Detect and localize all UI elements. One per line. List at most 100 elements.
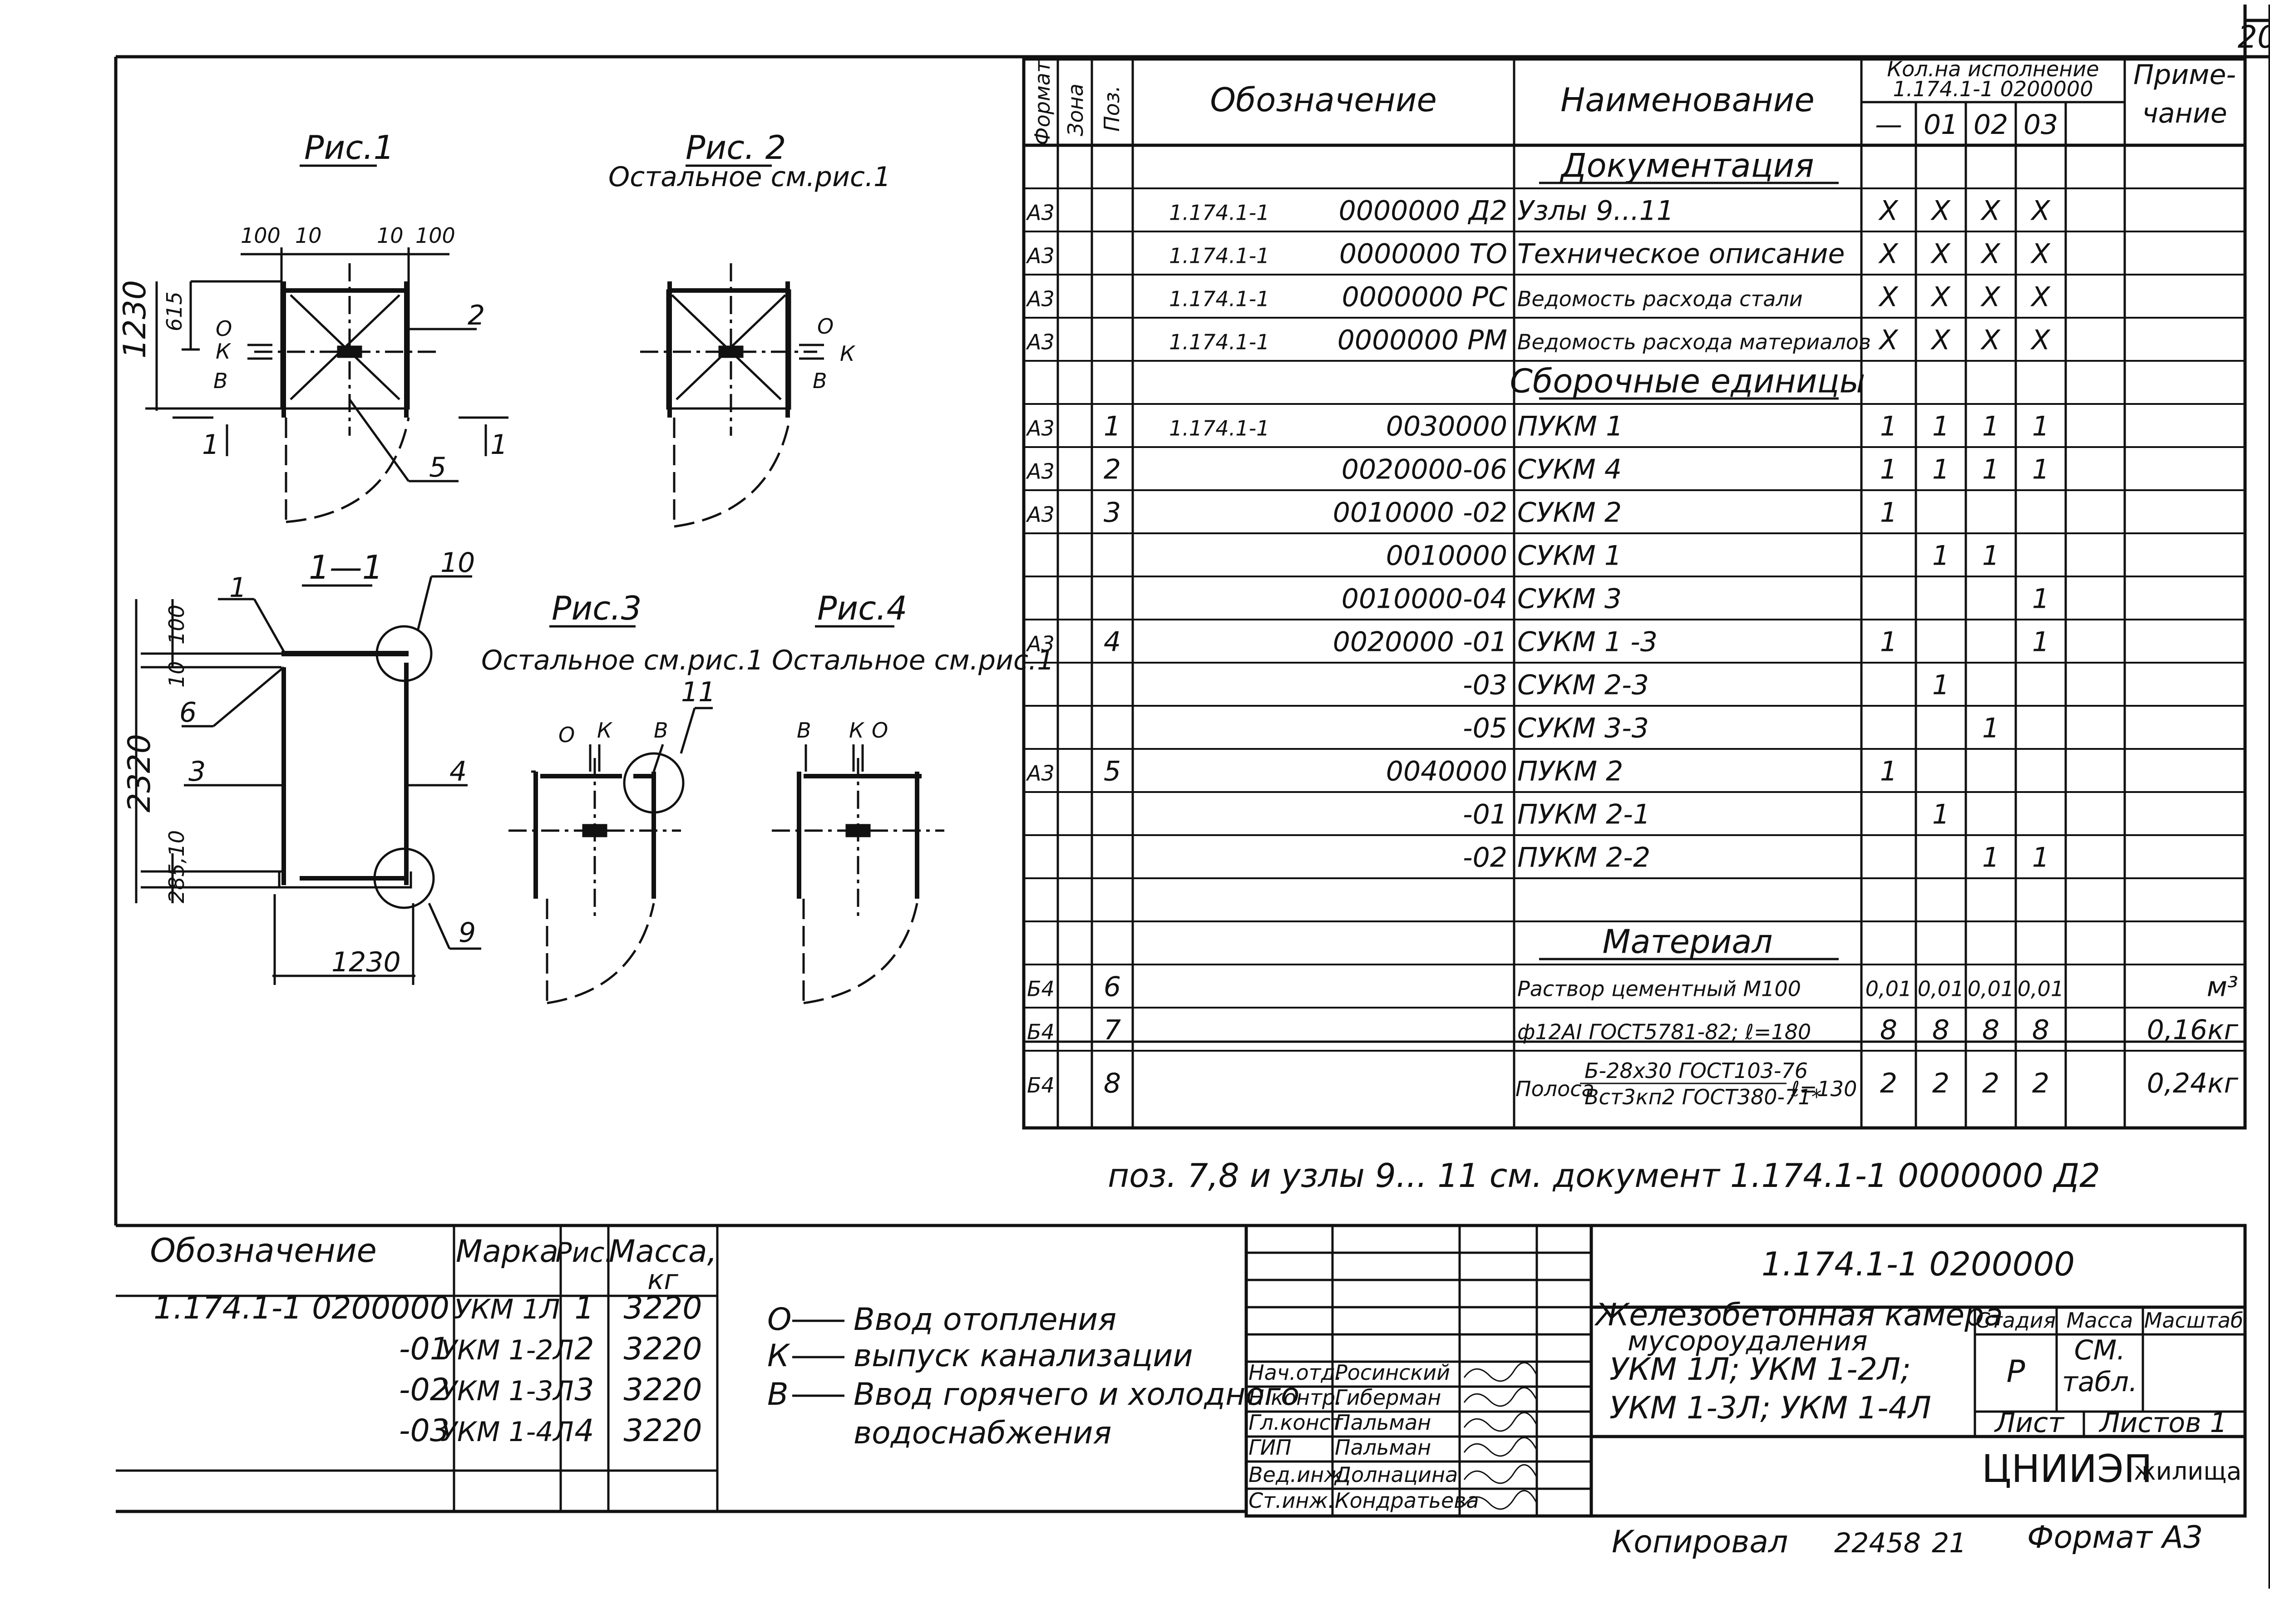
variant-mass: 3220 — [623, 1372, 702, 1408]
variant-designation: -03 — [399, 1413, 449, 1449]
spec-cell-designation-code: 0020000 -01 — [1333, 626, 1507, 658]
spec-cell-designation-series: 1.174.1-1 — [1169, 287, 1269, 311]
figure-1-dim-615: 615 — [162, 291, 187, 331]
figure-2-subtitle: Остальное см.рис.1 — [608, 161, 891, 193]
variant-mark: УКМ 1-4Л — [440, 1416, 573, 1448]
spec-cell-qty: 8 — [1880, 1014, 1897, 1046]
spec-header-pos: Поз. — [1100, 85, 1124, 132]
section-callout-10: 10 — [440, 547, 475, 579]
spec-cell-qty: X — [1930, 281, 1951, 313]
mass-value-line-2: табл. — [2062, 1366, 2137, 1398]
spec-cell-name-top: Б-28х30 ГОСТ103-76 — [1584, 1058, 1808, 1083]
section-1-1: 1—1 100 10 2320 285,10 1230 — [122, 547, 481, 985]
legend-key-O: О — [767, 1302, 792, 1338]
spec-cell-name: ПУКМ 1 — [1517, 411, 1623, 443]
spec-cell-qty: 1 — [1932, 540, 1949, 572]
sheet-number-box: 20 — [2238, 20, 2270, 55]
legend-text-B: Ввод горячего и холодного — [854, 1377, 1299, 1412]
spec-header-designation: Обозначение — [1210, 81, 1437, 119]
spec-header-name: Наименование — [1560, 81, 1815, 119]
spec-cell-qty: 8 — [1982, 1014, 1999, 1046]
figure-2-label-K: К — [840, 341, 856, 366]
signature-mark — [1463, 1490, 1538, 1510]
spec-cell-qty: X — [1980, 238, 2001, 270]
spec-cell-name: Ведомость расхода стали — [1517, 287, 1803, 311]
spec-cell-qty: 1 — [2032, 626, 2049, 658]
organization-sub: жилища — [2134, 1457, 2241, 1486]
sheet-number: 20 — [2238, 20, 2270, 55]
spec-cell-format: А3 — [1026, 201, 1055, 225]
figure-1-dim-100-right: 100 — [415, 223, 455, 248]
sheets-label: Листов 1 — [2098, 1407, 2227, 1439]
spec-cell-format: А3 — [1026, 416, 1055, 441]
spec-cell-designation-code: 0020000-06 — [1342, 454, 1507, 486]
spec-cell-designation-code: 0010000 — [1386, 540, 1507, 572]
variant-designation: -02 — [399, 1372, 449, 1408]
signature-name: Долнацина — [1334, 1462, 1458, 1487]
figure-1-dim-10-right: 10 — [377, 223, 404, 248]
variant-mark: УКМ 1-2Л — [440, 1334, 573, 1366]
figure-1: Рис.1 100 10 10 100 — [117, 128, 508, 523]
section-dim-100: 100 — [164, 605, 189, 645]
spec-cell-name: ПУКМ 2-2 — [1517, 842, 1650, 874]
signature-role: ГИП — [1248, 1435, 1292, 1460]
figure-4-subtitle: Остальное см.рис.1 — [772, 645, 1054, 676]
spec-cell-qty: 1 — [1932, 799, 1949, 831]
spec-cell-pos: 3 — [1104, 497, 1121, 529]
figure-1-section-mark-left: 1 — [202, 429, 219, 461]
spec-cell-format: А3 — [1026, 459, 1055, 484]
signature-role: Вед.инж. — [1248, 1462, 1349, 1487]
legend-text-B-continued: водоснабжения — [854, 1415, 1111, 1451]
section-callout-3: 3 — [188, 756, 206, 787]
mass-value-line-1: СМ. — [2074, 1334, 2126, 1366]
spec-cell-designation-code: -05 — [1463, 713, 1507, 744]
variant-mark: УКМ 1Л — [454, 1294, 560, 1325]
footer: Копировал 22458 21 Формат А3 — [1612, 1520, 2203, 1560]
spec-cell-pos: 8 — [1104, 1068, 1121, 1099]
variants-table: Обозначение Марка Рис. Масса, кг 1.174.1… — [116, 1225, 1246, 1513]
spec-cell-name: СУКМ 3 — [1517, 583, 1622, 615]
title-line-4: УКМ 1-3Л; УКМ 1-4Л — [1609, 1390, 1931, 1426]
figure-2-label-B: В — [813, 369, 827, 393]
spec-cell-pos: 4 — [1104, 626, 1121, 658]
spec-cell-qty: 2 — [1880, 1068, 1897, 1099]
spec-cell-name: СУКМ 3-3 — [1517, 713, 1649, 744]
spec-cell-qty: 1 — [1880, 626, 1897, 658]
spec-cell-pos: 1 — [1104, 411, 1121, 443]
figure-4-title: Рис.4 — [817, 589, 908, 627]
spec-cell-format: Б4 — [1027, 1073, 1055, 1097]
variant-designation: -01 — [399, 1331, 449, 1367]
figure-2: Рис. 2 Остальное см.рис.1 О К В — [608, 128, 891, 528]
legend: О Ввод отопления К выпуск канализации В … — [767, 1302, 1299, 1451]
variants-grid — [116, 1225, 1246, 1513]
figure-3-callout-11: 11 — [681, 676, 716, 708]
spec-cell-qty: 1 — [1932, 669, 1949, 701]
spec-section-title: Материал — [1602, 923, 1772, 961]
figure-3-title: Рис.3 — [552, 589, 642, 627]
scale-label: Масштаб — [2144, 1308, 2244, 1333]
spec-cell-qty: X — [2030, 238, 2051, 270]
spec-cell-designation-series: 1.174.1-1 — [1169, 244, 1269, 268]
spec-row: Документация — [1024, 147, 2245, 189]
signature-row: Гл.конст.Пальман — [1248, 1410, 1538, 1435]
spec-cell-qty: 1 — [1880, 756, 1897, 787]
figure-4-label-K: К — [849, 718, 865, 743]
spec-row: Материал — [1024, 923, 2245, 965]
variants-header-mass: Масса, — [609, 1234, 717, 1270]
footer-page: 21 — [1932, 1527, 1966, 1559]
spec-cell-qty: 1 — [1932, 411, 1949, 443]
variant-mass: 3220 — [623, 1290, 702, 1326]
variant-mass: 3220 — [623, 1331, 702, 1367]
legend-text-O: Ввод отопления — [854, 1302, 1116, 1338]
figure-1-dim-100-left: 100 — [241, 223, 281, 248]
spec-cell-qty: X — [1878, 325, 1899, 356]
